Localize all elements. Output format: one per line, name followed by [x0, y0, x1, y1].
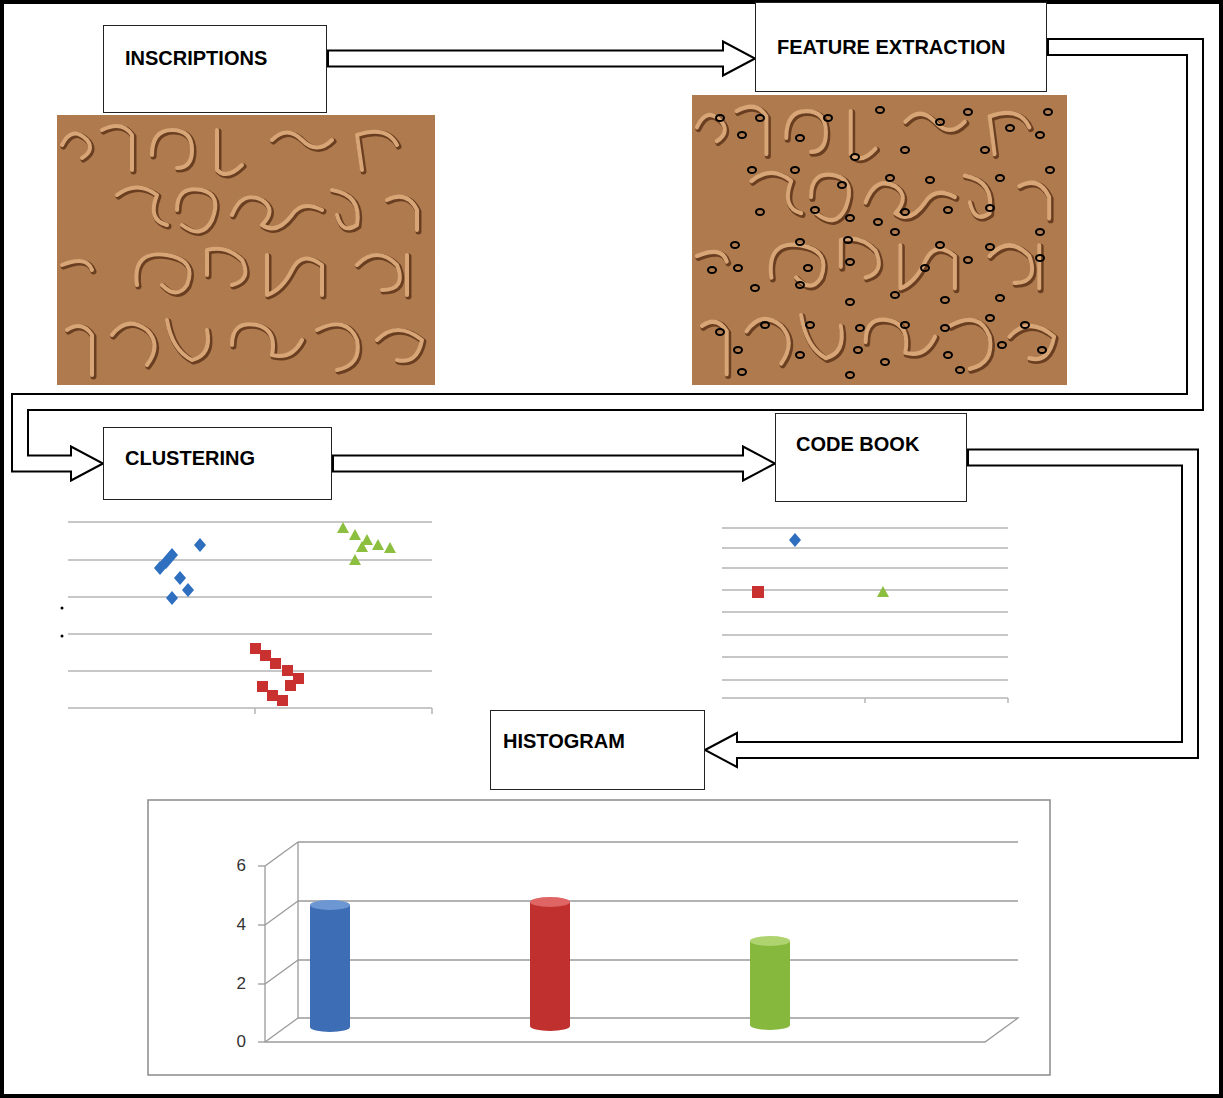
arrow-shaft-fill — [334, 457, 746, 471]
process-box: CLUSTERING — [103, 427, 332, 500]
box-title: HISTOGRAM — [503, 729, 704, 753]
box-title: FEATURE EXTRACTION — [777, 35, 1046, 59]
histogram-chart — [148, 800, 1050, 1075]
arrow-head — [723, 42, 755, 76]
block-arrow — [705, 458, 1190, 768]
axis-tick-label: 4 — [206, 915, 246, 935]
codebook-chart — [722, 528, 1008, 703]
box-title: CLUSTERING — [125, 446, 331, 470]
arrow-head — [71, 447, 103, 481]
box-title: CODE BOOK — [796, 432, 966, 456]
axis-tick-label: 6 — [206, 856, 246, 876]
arrow-head — [743, 447, 775, 481]
cluster-scatter — [61, 522, 433, 714]
inscription-photo — [57, 115, 435, 385]
block-arrow — [327, 42, 755, 76]
arrow-shaft-fill — [329, 52, 726, 66]
process-box: INSCRIPTIONS — [103, 25, 327, 113]
keypoint-photo — [692, 95, 1067, 385]
arrow-head — [705, 733, 737, 767]
box-title: INSCRIPTIONS — [125, 46, 326, 70]
process-box: FEATURE EXTRACTION — [755, 2, 1047, 92]
axis-tick-label: 2 — [206, 974, 246, 994]
block-arrow — [332, 447, 775, 481]
axis-tick-label: 0 — [206, 1032, 246, 1052]
process-box: CODE BOOK — [775, 413, 967, 502]
process-box: HISTOGRAM — [490, 710, 705, 790]
